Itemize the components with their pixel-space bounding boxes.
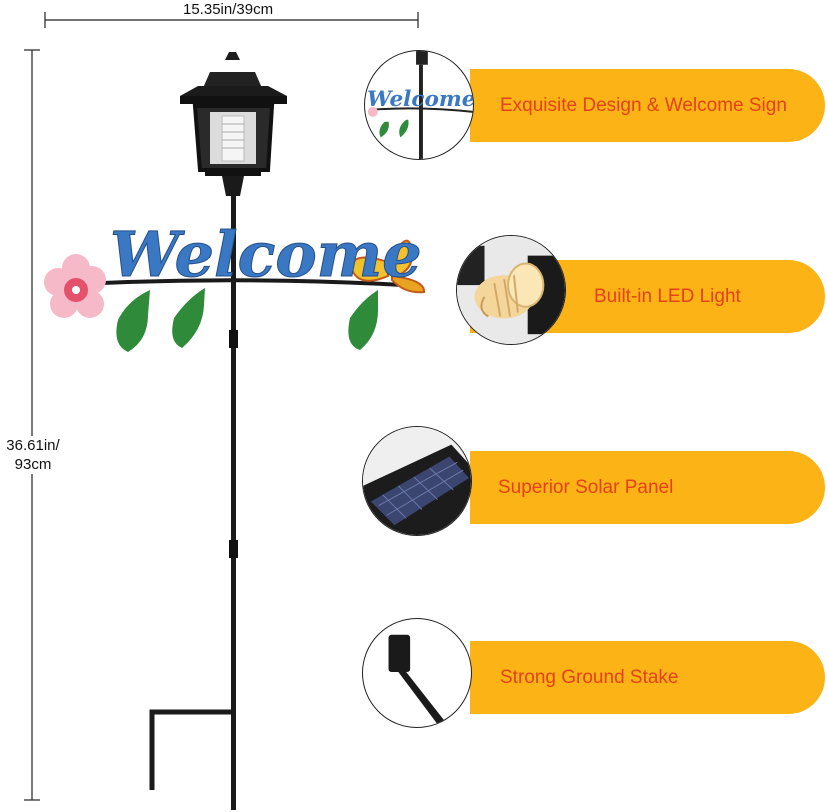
feature-label-design: Exquisite Design & Welcome Sign [500, 94, 787, 116]
svg-text:Welcome: Welcome [367, 87, 473, 112]
led-bulb-closeup-icon [456, 235, 566, 345]
height-label-line1: 36.61in/ [6, 437, 60, 454]
pole [231, 190, 236, 810]
flower-icon [44, 254, 106, 318]
feature-pill-4: Strong Ground Stake [470, 641, 825, 714]
leaf-icon [116, 288, 378, 352]
height-label-line2: 93cm [14, 456, 52, 473]
ground-stake-closeup-icon [362, 618, 472, 728]
product-illustration: Welcome [44, 52, 425, 810]
lantern-icon [180, 52, 287, 196]
feature-label-led: Built-in LED Light [594, 285, 741, 307]
sign-text: Welcome [110, 218, 422, 291]
feature-pill-3: Superior Solar Panel [470, 451, 825, 524]
feature-label-stake: Strong Ground Stake [500, 666, 679, 688]
butterfly-icon [350, 239, 425, 294]
width-dimension-label: 15.35in/39cm [179, 0, 278, 19]
height-dimension-label: 36.61in/ 93cm [0, 436, 66, 474]
feature-label-solar: Superior Solar Panel [498, 476, 674, 498]
solar-panel-closeup-icon [362, 426, 472, 536]
sign-bar [59, 278, 421, 288]
welcome-sign-closeup-icon: Welcome [364, 50, 474, 160]
feature-pill-1: Exquisite Design & Welcome Sign [470, 69, 825, 142]
stake-foot [149, 709, 233, 790]
